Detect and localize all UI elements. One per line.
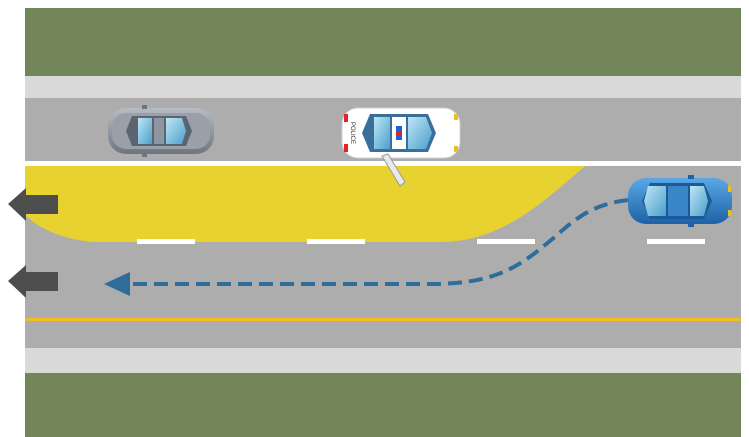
grass-bottom [25,373,741,437]
center-line [25,318,741,321]
police-text: POLICE [349,122,355,144]
lane-dash [137,239,195,244]
lane-dash [647,239,705,244]
moving-car [628,175,732,227]
lane-dash [477,239,535,244]
parked-car [108,105,214,157]
lane-dash [307,239,365,244]
grass-top [25,8,741,76]
sidewalk-top [25,76,741,98]
sidewalk-bottom [25,348,741,373]
parking-lane-line [25,161,741,166]
